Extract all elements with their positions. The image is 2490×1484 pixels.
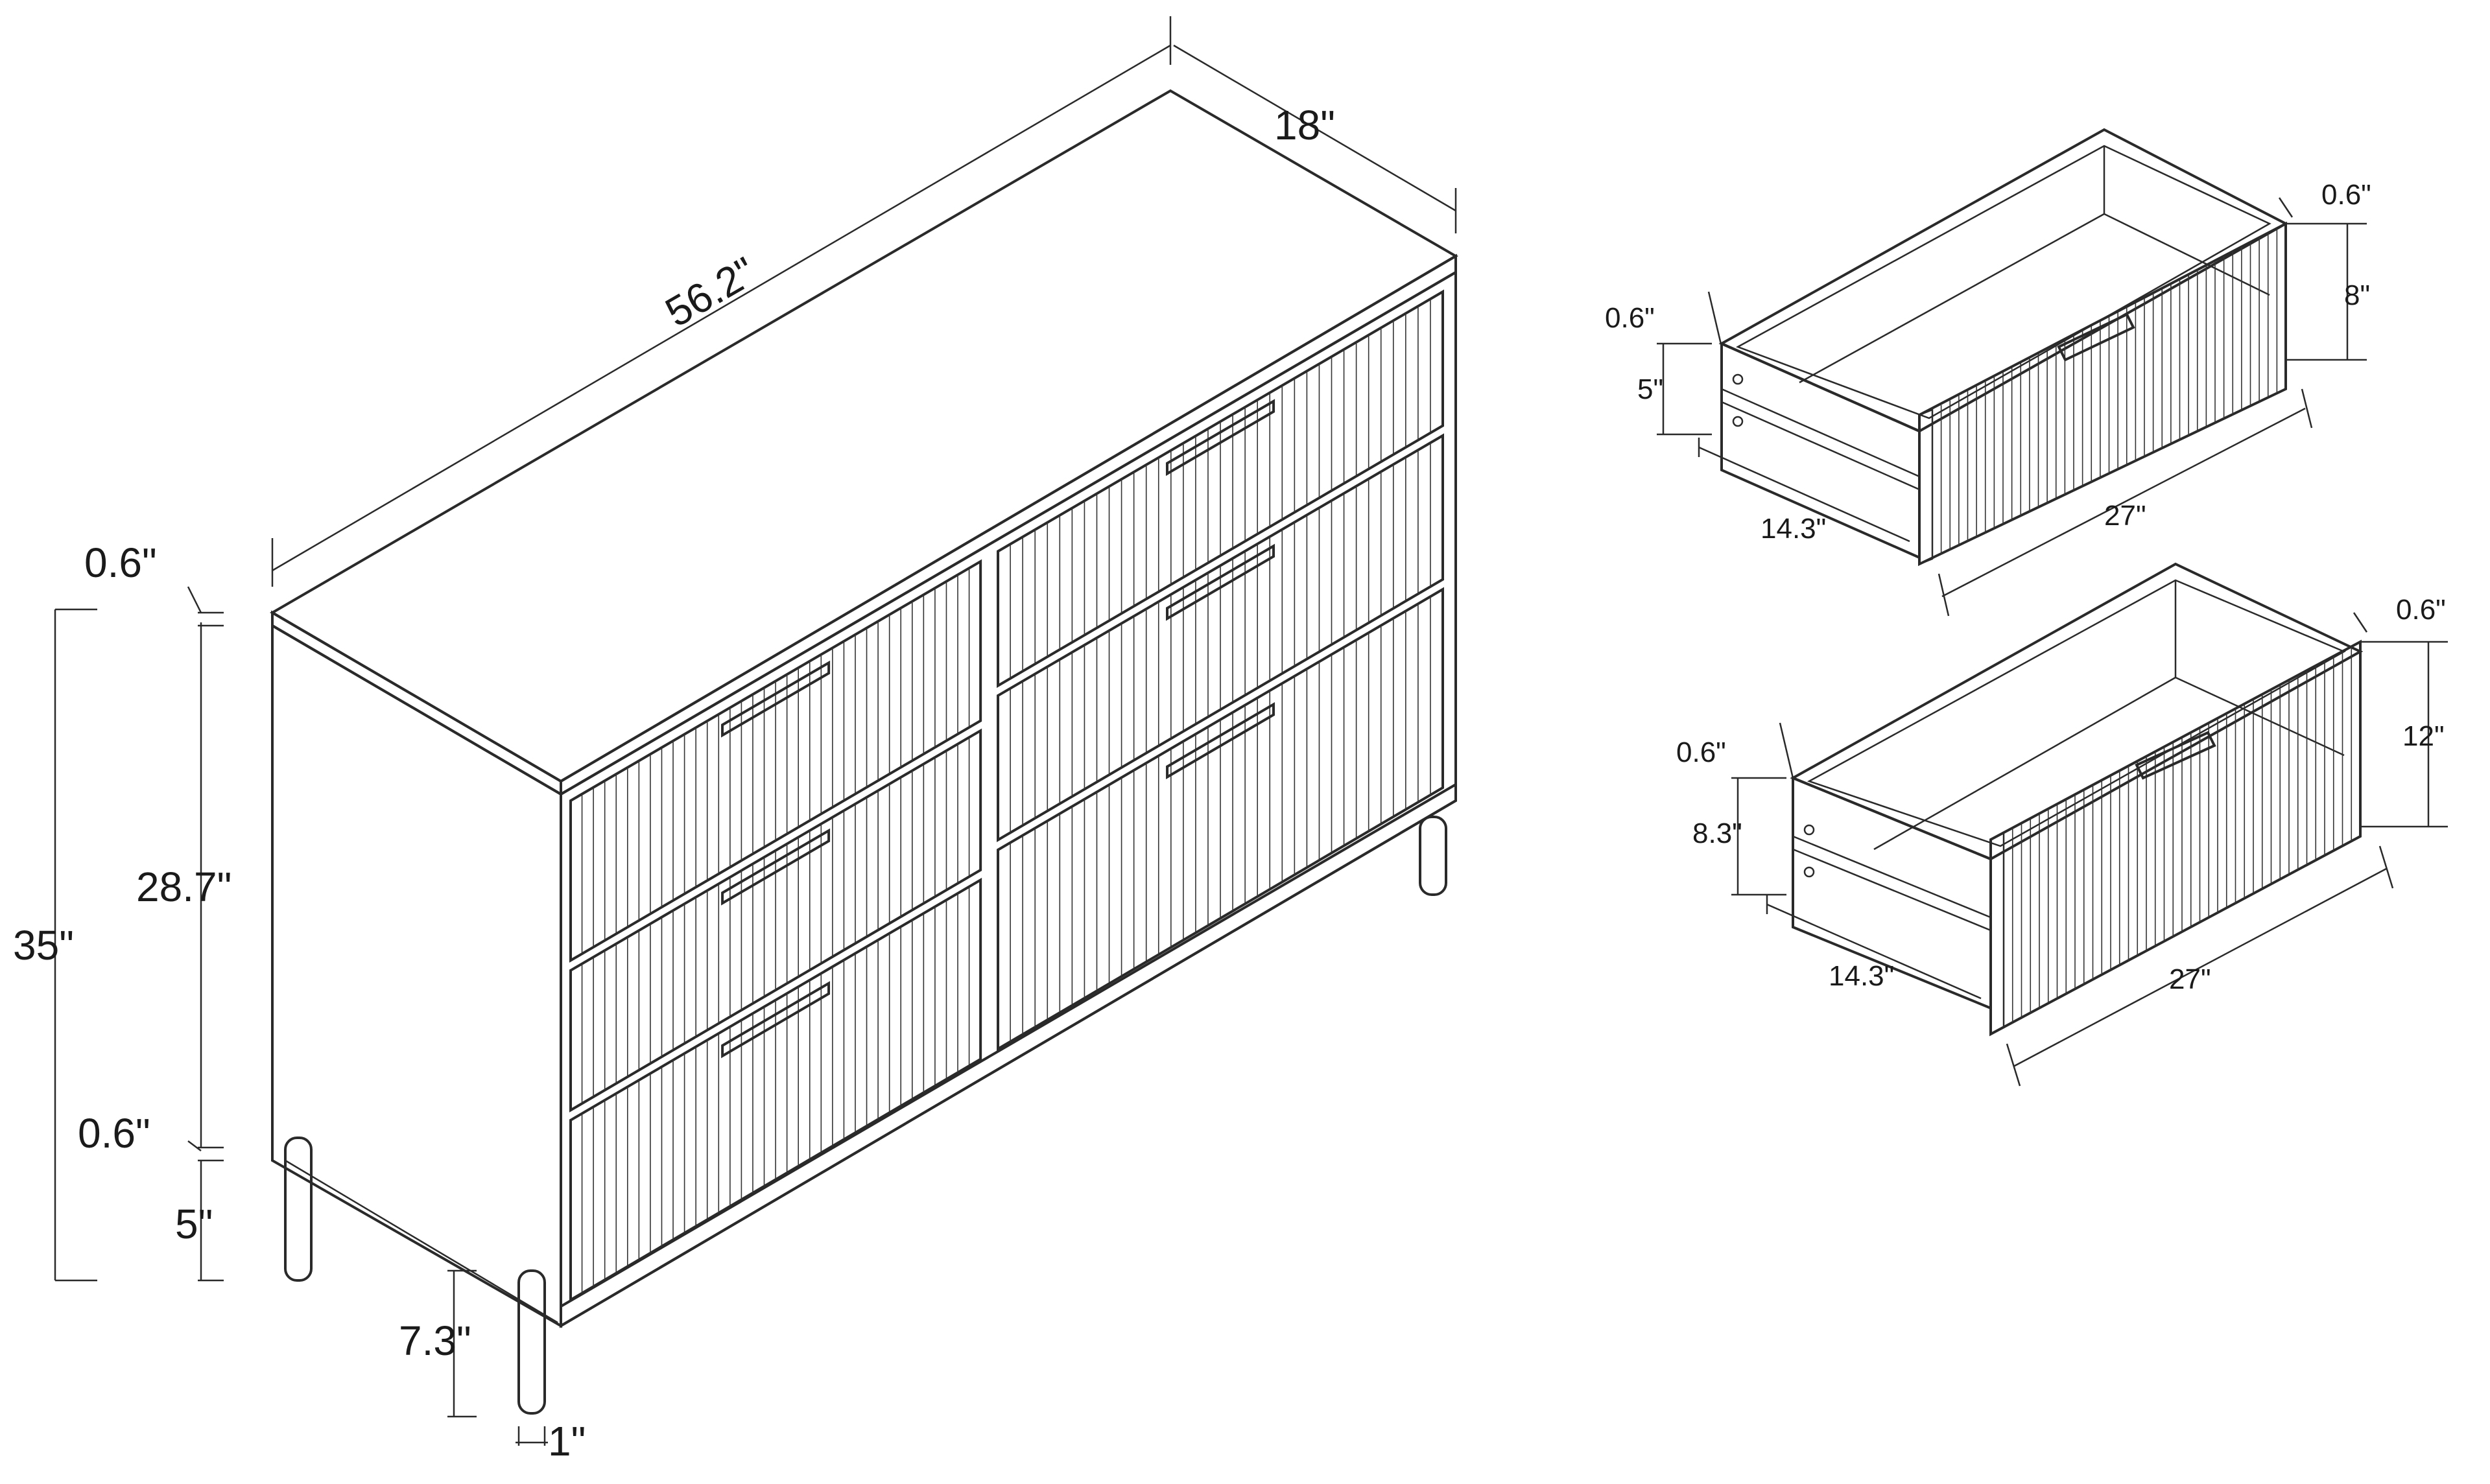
drawer-small-front-height-label: 8" <box>2344 279 2370 311</box>
dim-leg-diameter-label: 1" <box>548 1418 586 1465</box>
dresser-body <box>270 89 1458 1328</box>
leg-front-left <box>284 1137 313 1282</box>
drawer-handle <box>1166 543 1275 621</box>
drawer-large-depth-label: 14.3" <box>1829 960 1894 992</box>
drawer-small-length-label: 27" <box>2104 500 2146 532</box>
dresser-dimensions <box>54 16 1457 1446</box>
dresser-drawer-6 <box>997 587 1444 1052</box>
dresser-drawer-5 <box>997 433 1444 843</box>
dim-leg-inset-label: 7.3" <box>399 1317 471 1364</box>
drawer-large-side-thickness-label: 0.6" <box>1676 736 1726 768</box>
drawer-large-handle <box>2135 731 2216 780</box>
dim-top-thickness-label: 0.6" <box>84 539 157 586</box>
dresser-front-frame <box>560 270 1457 1328</box>
dresser-drawer-fronts <box>569 289 1444 1302</box>
drawer-large-front-thickness-label: 0.6" <box>2396 594 2446 626</box>
dresser-drawer-1 <box>569 559 982 963</box>
drawer-small-handle <box>2057 312 2135 362</box>
dim-bottom-thickness-label: 0.6" <box>78 1110 150 1157</box>
drawer-large-box-height-label: 8.3" <box>1692 818 1742 849</box>
drawer-large <box>1790 562 2364 1037</box>
drawer-handle <box>721 981 831 1059</box>
dresser-legs <box>284 816 1447 1415</box>
dresser-drawer-3 <box>569 877 982 1302</box>
drawer-handle <box>721 660 831 738</box>
drawer-small-side-thickness-label: 0.6" <box>1605 302 1655 334</box>
dim-leg-height-label: 5" <box>175 1201 213 1247</box>
drawer-large-length-label: 27" <box>2169 963 2211 995</box>
drawer-handle <box>1166 701 1275 779</box>
dresser-drawer-4 <box>997 289 1444 689</box>
dresser-side-panel <box>271 623 562 1328</box>
dim-depth-label: 18" <box>1274 102 1335 148</box>
dim-width-label: 56.2" <box>658 248 764 336</box>
leg-front-right <box>517 1269 546 1415</box>
dim-body-label: 28.7" <box>136 864 231 910</box>
leg-back-right <box>1419 816 1447 896</box>
drawer-large-dimensions <box>1731 612 2448 1087</box>
drawer-small-dimensions <box>1657 197 2367 617</box>
drawer-small-box-height-label: 5" <box>1637 373 1663 405</box>
drawer-large-labels: 27" 14.3" 12" 8.3" 0.6" 0.6" <box>1676 594 2446 995</box>
dim-height-label: 35" <box>13 922 74 969</box>
dresser-dimension-labels: 56.2" 18" 35" 28.7" 0.6" 0.6" 5" 7.3" 1" <box>13 102 1335 1465</box>
drawer-face <box>997 433 1444 843</box>
drawer-large-front-height-label: 12" <box>2402 720 2445 752</box>
drawer-small <box>1718 128 2289 567</box>
drawer-small-labels: 27" 14.3" 8" 5" 0.6" 0.6" <box>1605 179 2371 545</box>
drawer-handle <box>1165 399 1275 477</box>
dresser-drawer-2 <box>569 728 982 1113</box>
drawer-small-depth-label: 14.3" <box>1761 513 1826 545</box>
drawer-small-front-thickness-label: 0.6" <box>2321 179 2371 211</box>
dresser-top <box>270 89 1458 783</box>
drawer-handle <box>721 828 831 906</box>
